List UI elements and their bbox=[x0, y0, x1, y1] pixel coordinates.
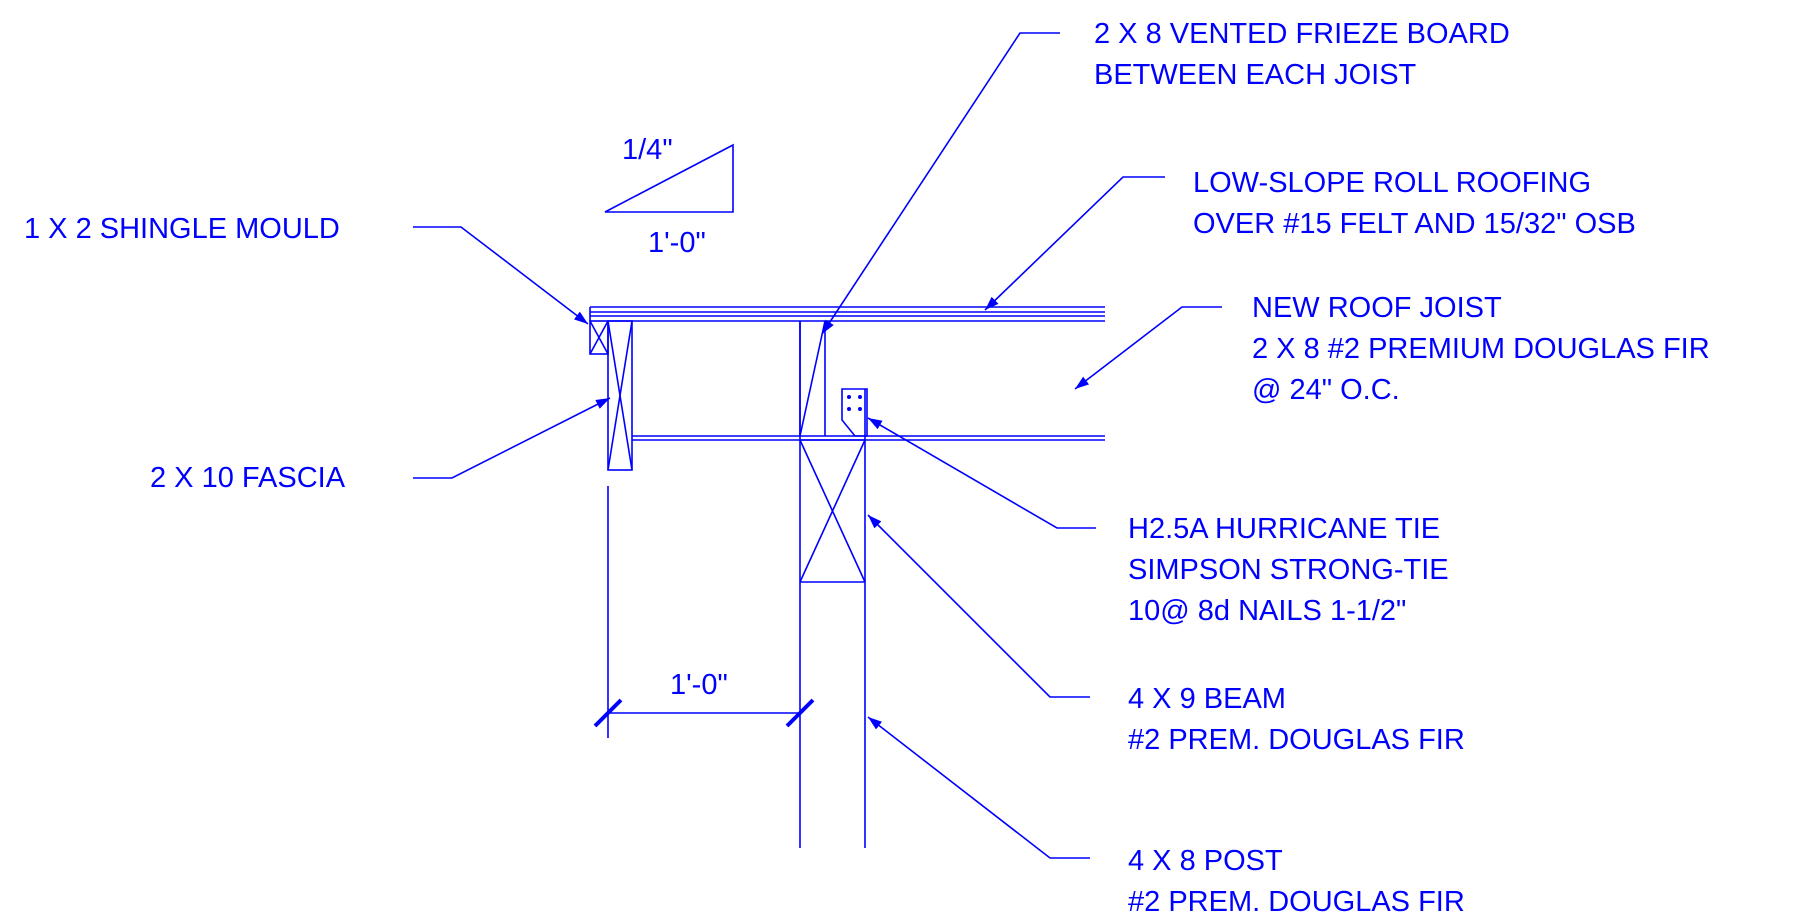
post-label: 4 X 8 POST #2 PREM. DOUGLAS FIR bbox=[1128, 845, 1465, 918]
slope-rise-label: 1/4" bbox=[622, 134, 673, 166]
fascia-leader bbox=[413, 397, 611, 479]
beam-leader bbox=[867, 514, 1090, 698]
dimension-ticks bbox=[593, 698, 815, 728]
beam bbox=[799, 439, 866, 583]
frieze-board-leader bbox=[821, 32, 1060, 335]
roof-joist bbox=[608, 320, 1105, 441]
fascia-label: 2 X 10 FASCIA bbox=[150, 462, 346, 494]
roof-joist-leader bbox=[1074, 306, 1222, 390]
roll-roofing-label: LOW-SLOPE ROLL ROOFING OVER #15 FELT AND… bbox=[1193, 167, 1636, 240]
hurricane-tie-leader bbox=[867, 417, 1096, 529]
beam-label: 4 X 9 BEAM #2 PREM. DOUGLAS FIR bbox=[1128, 683, 1465, 756]
post-leader bbox=[867, 716, 1090, 859]
hurricane-tie bbox=[841, 388, 868, 437]
shingle-mould bbox=[589, 320, 609, 355]
hurricane-tie-nails bbox=[847, 395, 862, 411]
post bbox=[799, 321, 866, 848]
shingle-mould-label: 1 X 2 SHINGLE MOULD bbox=[24, 213, 340, 245]
roof-joist-label: NEW ROOF JOIST 2 X 8 #2 PREMIUM DOUGLAS … bbox=[1252, 292, 1718, 406]
roll-roofing-leader bbox=[984, 176, 1165, 311]
frieze-board-label: 2 X 8 VENTED FRIEZE BOARD BETWEEN EACH J… bbox=[1094, 18, 1518, 91]
shingle-mould-leader bbox=[413, 226, 589, 325]
hurricane-tie-label: H2.5A HURRICANE TIE SIMPSON STRONG-TIE 1… bbox=[1128, 513, 1457, 627]
roof-deck bbox=[589, 306, 1105, 321]
slope-run-label: 1'-0" bbox=[648, 227, 706, 259]
overhang-dimension bbox=[607, 486, 800, 738]
overhang-dimension-label: 1'-0" bbox=[670, 669, 728, 701]
fascia bbox=[607, 320, 633, 471]
frieze-board bbox=[799, 320, 826, 437]
slope-triangle bbox=[604, 143, 734, 213]
